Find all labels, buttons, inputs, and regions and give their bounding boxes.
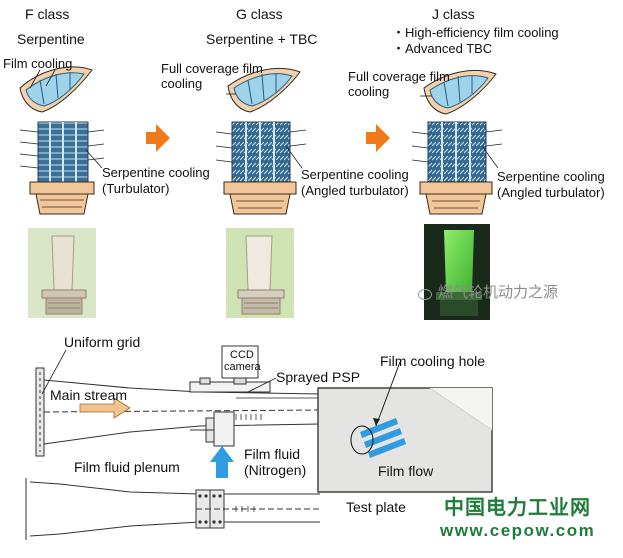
test-hole-ticks — [235, 414, 262, 512]
g-class-blade-photo — [226, 228, 294, 318]
f-class-airfoil-section — [19, 66, 93, 113]
test-plate-label: Test plate — [346, 499, 406, 515]
g-class-film-label-2: cooling — [161, 76, 203, 91]
j-class-blade-cutaway — [411, 121, 503, 183]
g-class-subtitle: Serpentine + TBC — [206, 31, 318, 47]
f-class-cooling-label-1: Serpentine cooling — [102, 165, 210, 180]
film-fluid-plenum-label: Film fluid plenum — [74, 459, 180, 475]
j-class-cooling-label-1: Serpentine cooling — [497, 169, 605, 184]
brand-url: www.cepow.com — [440, 521, 596, 540]
psp-inset-photo — [317, 387, 493, 493]
g-class-film-label-1: Full coverage film — [161, 61, 263, 76]
j-class-title: J class — [432, 6, 475, 22]
f-class-cooling-label-2: (Turbulator) — [102, 181, 170, 196]
sprayed-psp-label: Sprayed PSP — [276, 369, 361, 385]
f-class-film-label: Film cooling — [3, 56, 73, 71]
uniform-grid-label: Uniform grid — [64, 334, 141, 350]
f-class-title: F class — [25, 6, 70, 22]
j-class-blade-photo — [424, 224, 490, 320]
watermark-text: 燃气轮机动力之源 — [438, 284, 559, 301]
j-class-airfoil-section — [423, 70, 497, 115]
g-class-blade-root — [223, 181, 297, 215]
wechat-icon — [418, 285, 432, 302]
test-rig-duct — [25, 367, 321, 540]
ccd-label-1: CCD — [230, 349, 254, 361]
j-class-bullet-1: ・High-efficiency film cooling — [392, 25, 559, 40]
f-class-subtitle: Serpentine — [17, 31, 85, 47]
progression-arrow-g-to-j — [366, 124, 390, 152]
brand-name: 中国电力工业网 — [444, 497, 591, 519]
j-class-bullet-2: ・Advanced TBC — [392, 41, 493, 56]
film-fluid-label-1: Film fluid — [244, 446, 301, 462]
g-class-title: G class — [236, 6, 283, 22]
j-class-film-label-1: Full coverage film — [348, 69, 450, 84]
f-class-blade-photo — [28, 228, 96, 318]
g-class-cooling-label-1: Serpentine cooling — [301, 167, 409, 182]
f-class-blade-root — [29, 181, 95, 215]
film-flow-label: Film flow — [378, 463, 434, 479]
j-class-film-label-2: cooling — [348, 84, 390, 99]
ccd-camera — [221, 345, 259, 385]
flange-bolts — [198, 494, 222, 524]
main-stream-label: Main stream — [50, 387, 128, 403]
progression-arrow-f-to-g — [146, 124, 170, 152]
j-class-blade-root — [419, 181, 493, 215]
g-class-airfoil-section — [227, 68, 301, 113]
film-fluid-arrow — [210, 446, 234, 478]
film-fluid-label-2: (Nitrogen) — [244, 462, 307, 478]
main-stream-arrow — [79, 397, 131, 419]
ccd-label-2: camera — [224, 361, 261, 373]
f-class-blade-cutaway — [19, 121, 105, 183]
j-class-cooling-label-2: (Angled turbulator) — [497, 185, 605, 200]
film-cooling-hole-label: Film cooling hole — [380, 353, 486, 369]
g-class-blade-cutaway — [215, 121, 307, 183]
g-class-cooling-label-2: (Angled turbulator) — [301, 183, 409, 198]
